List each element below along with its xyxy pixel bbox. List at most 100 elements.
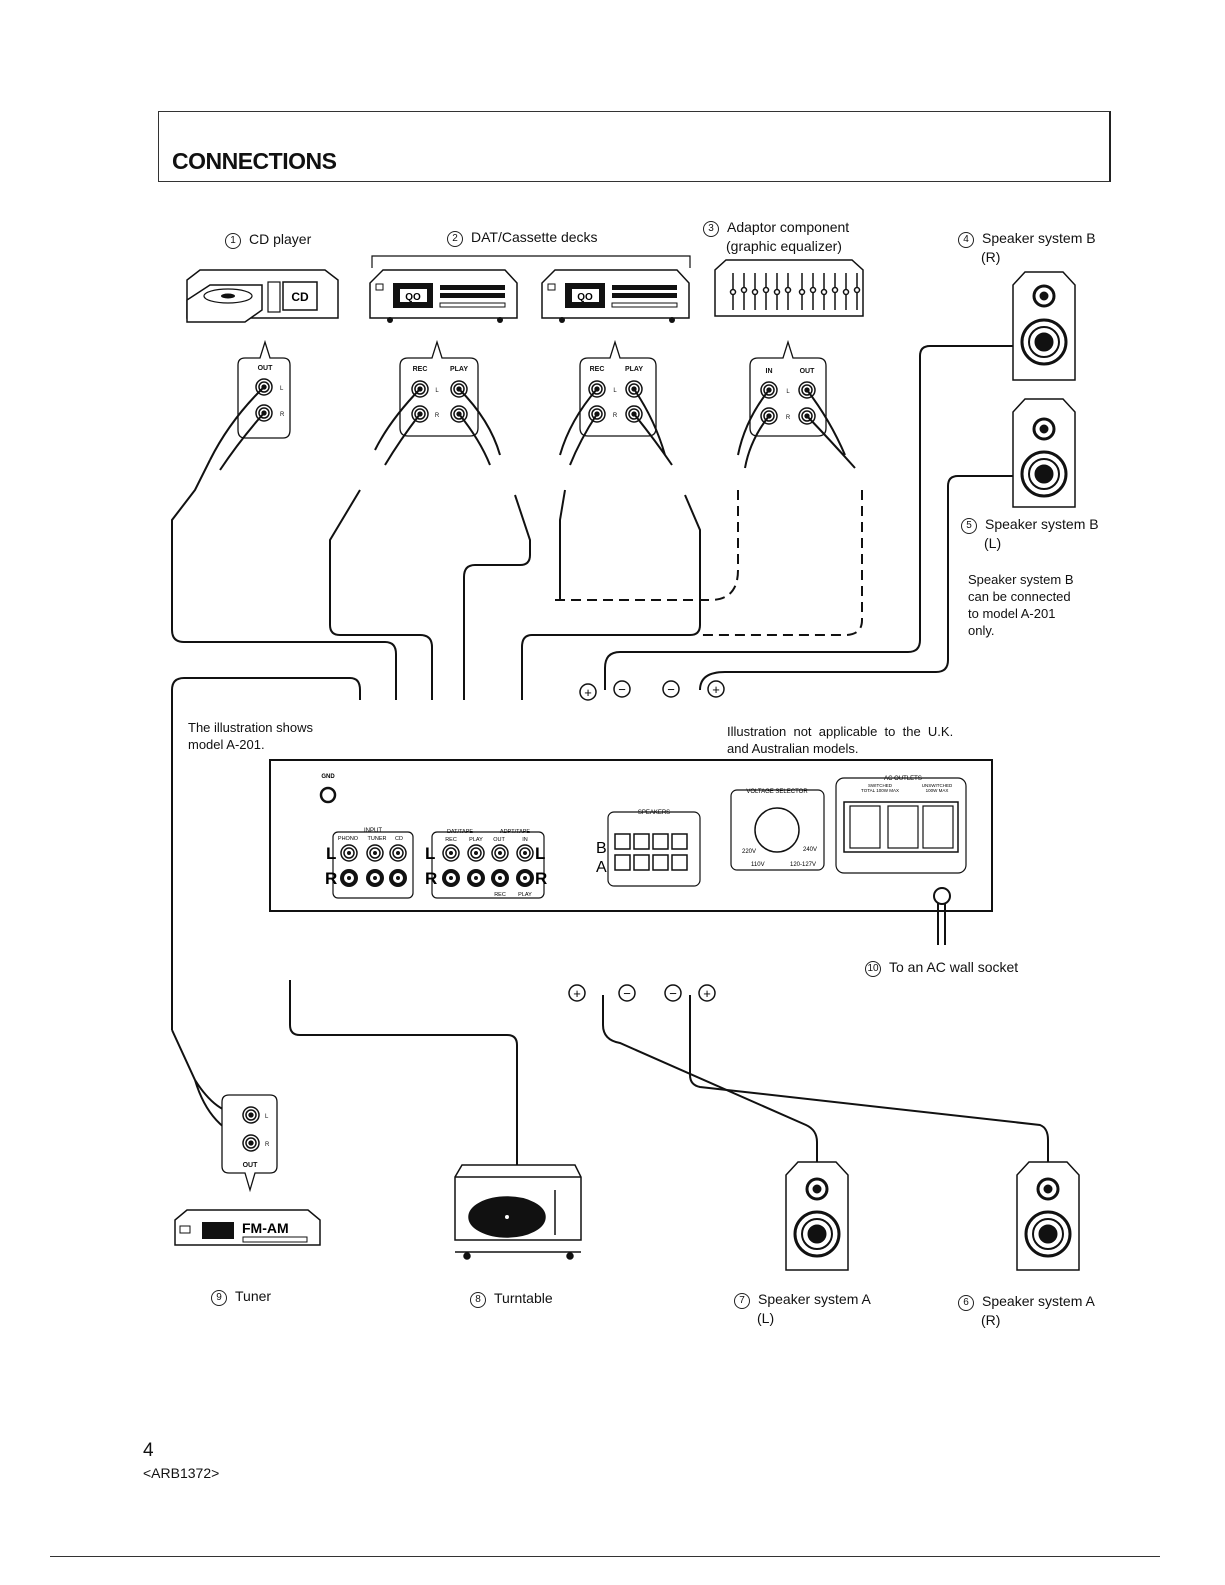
svg-text:R: R (786, 415, 791, 421)
svg-text:−: − (623, 986, 631, 1001)
svg-text:240V: 240V (803, 847, 817, 853)
cables (171, 345, 1049, 1165)
svg-text:CD: CD (395, 836, 403, 842)
svg-text:−: − (669, 986, 677, 1001)
cd-player-device: CD (186, 269, 339, 323)
decks-bracket (371, 255, 691, 268)
svg-text:L: L (435, 388, 439, 394)
dashed-adaptor-cables (555, 490, 863, 636)
svg-text:+: + (712, 682, 720, 697)
svg-text:OUT: OUT (258, 365, 274, 372)
svg-text:INPUT: INPUT (364, 828, 382, 834)
uk-note: Illustration not applicable to the U.K. … (727, 724, 954, 756)
svg-text:R: R (425, 869, 437, 888)
svg-text:R: R (435, 413, 440, 419)
equalizer-device (714, 259, 864, 317)
svg-text:PLAY: PLAY (518, 892, 532, 898)
svg-text:QO: QO (577, 292, 593, 303)
svg-text:PLAY: PLAY (625, 366, 643, 373)
svg-text:OUT: OUT (493, 837, 505, 843)
svg-text:OUT: OUT (243, 1162, 259, 1169)
document-code: <ARB1372> (143, 1465, 220, 1481)
svg-text:+: + (584, 685, 592, 700)
speaker-b-r (1012, 271, 1076, 381)
svg-text:L: L (280, 386, 284, 392)
svg-text:SWITCHED: SWITCHED (868, 783, 893, 788)
svg-text:L: L (425, 844, 435, 863)
svg-text:PLAY: PLAY (450, 366, 468, 373)
deck-2-device: QO (541, 269, 690, 323)
svg-text:VOLTAGE SELECTOR: VOLTAGE SELECTOR (746, 789, 808, 795)
svg-text:REC: REC (413, 366, 428, 373)
polarity-markers (568, 680, 725, 1002)
callout-number: 8 (470, 1292, 486, 1308)
svg-text:OUT: OUT (800, 368, 816, 375)
speaker-a-l (785, 1161, 849, 1271)
svg-text:110V: 110V (751, 862, 765, 868)
svg-text:R: R (325, 869, 337, 888)
turntable-device (454, 1164, 582, 1260)
callout-number: 9 (211, 1290, 227, 1306)
tuner-device-text: FM-AM (242, 1220, 289, 1236)
callout-number: 10 (865, 961, 881, 977)
speaker-b-note: Speaker system B can be connected to mod… (968, 572, 1074, 638)
svg-text:QO: QO (405, 292, 421, 303)
svg-text:IN: IN (766, 368, 773, 375)
svg-text:REC: REC (494, 892, 506, 898)
footer-divider (50, 1556, 1160, 1557)
svg-text:B: B (596, 840, 607, 857)
svg-text:100W MAX: 100W MAX (926, 788, 949, 793)
model-note: The illustration shows model A-201. (188, 720, 313, 752)
svg-text:GND: GND (321, 774, 335, 780)
cd-jack-panel: OUT L R (237, 339, 291, 439)
svg-text:PLAY: PLAY (469, 837, 483, 843)
svg-text:REC: REC (590, 366, 605, 373)
deck1-jack-panel: REC PLAY L R (399, 339, 479, 437)
svg-text:R: R (613, 413, 618, 419)
svg-text:SPEAKERS: SPEAKERS (638, 810, 670, 816)
svg-text:TUNER: TUNER (368, 836, 387, 842)
svg-text:L: L (786, 389, 790, 395)
svg-text:R: R (280, 412, 285, 418)
svg-text:AC OUTLETS: AC OUTLETS (884, 776, 922, 782)
svg-text:L: L (326, 844, 336, 863)
svg-text:A: A (596, 859, 607, 876)
eq-jack-panel: IN OUT L R (749, 339, 827, 437)
svg-text:R: R (535, 869, 547, 888)
callout-number: 1 (225, 233, 241, 249)
page-number: 4 (143, 1440, 154, 1461)
svg-text:REC: REC (445, 837, 457, 843)
speaker-b-l (1012, 398, 1076, 508)
svg-text:UNSWITCHED: UNSWITCHED (922, 783, 953, 788)
svg-text:−: − (667, 682, 675, 697)
svg-text:L: L (265, 1114, 269, 1120)
svg-text:+: + (573, 986, 581, 1001)
polarity-signs: + − − + + − − + (573, 682, 720, 1001)
svg-text:−: − (618, 682, 626, 697)
svg-text:120-127V: 120-127V (790, 862, 816, 868)
page-title: CONNECTIONS (172, 148, 337, 174)
svg-text:L: L (535, 844, 545, 863)
svg-text:220V: 220V (742, 849, 756, 855)
svg-text:TOTAL 100W MAX: TOTAL 100W MAX (861, 788, 899, 793)
svg-text:L: L (613, 388, 617, 394)
deck2-jack-panel: REC PLAY L R (579, 339, 657, 437)
svg-text:ADPT/TAPE: ADPT/TAPE (500, 829, 530, 835)
svg-text:DAT/TAPE: DAT/TAPE (447, 829, 473, 835)
svg-text:IN: IN (522, 837, 528, 843)
tuner-jack-panel: L R OUT (221, 1094, 278, 1193)
svg-text:+: + (703, 986, 711, 1001)
amplifier-rear-panel: GND INPUT PHONO TUNER CD L R DAT/TAPE AD… (269, 759, 993, 912)
tuner-device: FM-AM (174, 1209, 321, 1246)
